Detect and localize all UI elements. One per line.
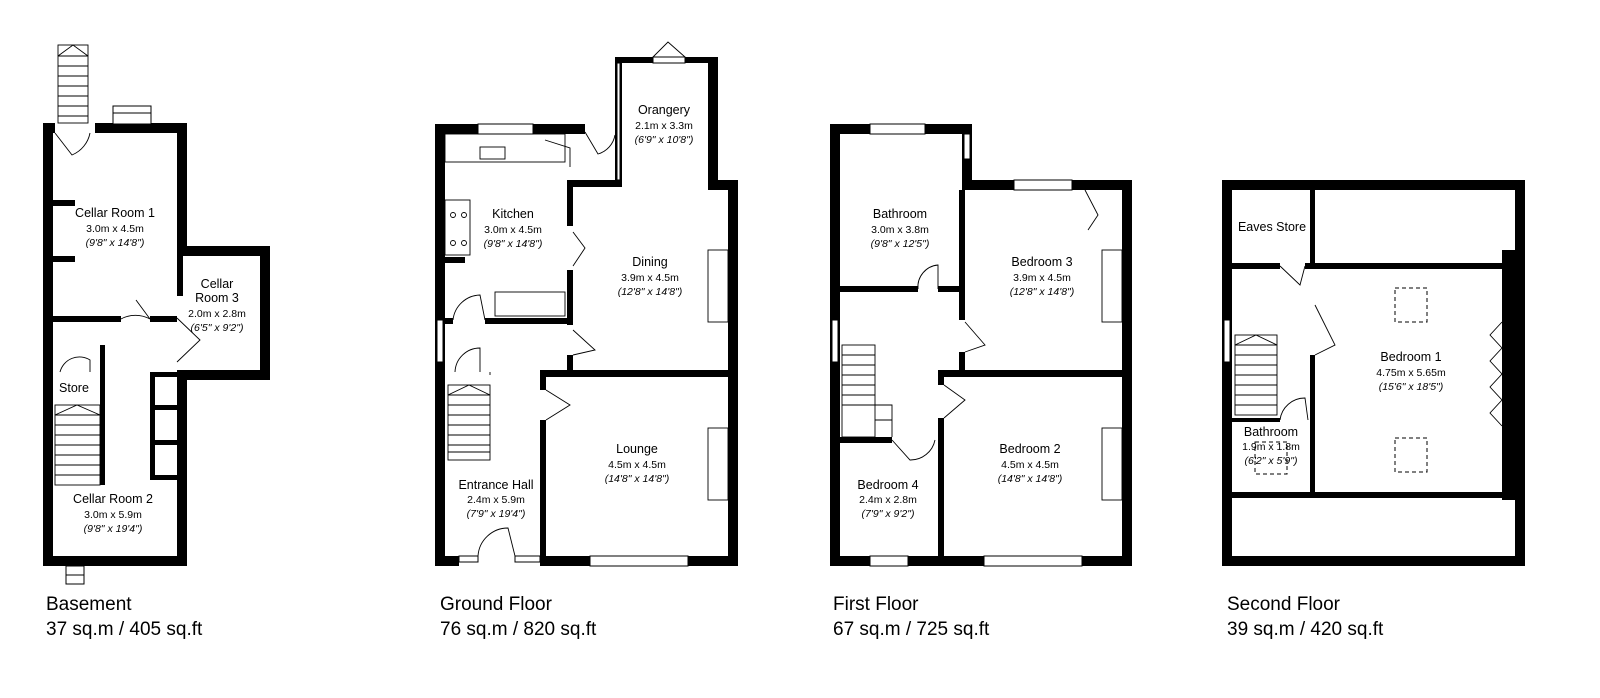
- room-dimensions-imperial: (6'2" x 5'9"): [1245, 455, 1298, 467]
- floor-caption-basement: Basement 37 sq.m / 405 sq.ft: [46, 592, 202, 642]
- room-label: Orangery: [638, 103, 691, 117]
- room-dimensions-metric: 3.0m x 3.8m: [871, 224, 929, 236]
- room-dimensions-metric: 3.0m x 5.9m: [84, 509, 142, 521]
- floor-name: First Floor: [833, 594, 919, 615]
- room-dimensions-metric: 2.4m x 5.9m: [467, 494, 525, 506]
- room-dimensions-imperial: (14'8" x 14'8"): [605, 473, 670, 485]
- room-dimensions-imperial: (6'5" x 9'2"): [191, 322, 244, 334]
- floor-area: 67 sq.m / 725 sq.ft: [833, 619, 990, 640]
- floor-name: Basement: [46, 594, 132, 615]
- room-label: Dining: [632, 255, 667, 269]
- room-dimensions-metric: 4.75m x 5.65m: [1376, 367, 1446, 379]
- room-dimensions-imperial: (12'8" x 14'8"): [1010, 286, 1075, 298]
- basement-plan: Cellar Room 1 3.0m x 4.5m (9'8" x 14'8")…: [43, 44, 270, 585]
- room-label: Cellar: [201, 277, 234, 291]
- room-dimensions-metric: 3.0m x 4.5m: [484, 224, 542, 236]
- room-label: Bathroom: [1244, 425, 1298, 439]
- room-dimensions-imperial: (14'8" x 14'8"): [998, 473, 1063, 485]
- floor-area: 39 sq.m / 420 sq.ft: [1227, 619, 1384, 640]
- room-label: Bedroom 4: [857, 478, 918, 492]
- room-dimensions-imperial: (6'9" x 10'8"): [635, 134, 694, 146]
- floor-caption-ground: Ground Floor 76 sq.m / 820 sq.ft: [440, 592, 596, 642]
- room-label: Cellar Room 1: [75, 206, 155, 220]
- room-label: Kitchen: [492, 207, 534, 221]
- floor-name: Second Floor: [1227, 594, 1341, 615]
- room-dimensions-imperial: (9'8" x 12'5"): [871, 238, 930, 250]
- room-dimensions-metric: 2.1m x 3.3m: [635, 120, 693, 132]
- room-dimensions-metric: 2.0m x 2.8m: [188, 308, 246, 320]
- room-label: Bedroom 3: [1011, 255, 1072, 269]
- room-dimensions-metric: 3.9m x 4.5m: [1013, 272, 1071, 284]
- room-dimensions-metric: 1.9m x 1.8m: [1242, 441, 1300, 453]
- ground-floor-plan: Orangery 2.1m x 3.3m (6'9" x 10'8") Kitc…: [435, 41, 738, 567]
- room-dimensions-imperial: (9'8" x 19'4"): [84, 523, 143, 535]
- room-label: Bedroom 2: [999, 442, 1060, 456]
- room-dimensions-imperial: (7'9" x 9'2"): [862, 508, 915, 520]
- floor-caption-first: First Floor 67 sq.m / 725 sq.ft: [833, 592, 989, 642]
- room-dimensions-imperial: (9'8" x 14'8"): [484, 238, 543, 250]
- room-dimensions-metric: 2.4m x 2.8m: [859, 494, 917, 506]
- room-dimensions-metric: 4.5m x 4.5m: [608, 459, 666, 471]
- room-dimensions-metric: 4.5m x 4.5m: [1001, 459, 1059, 471]
- room-label: Cellar Room 2: [73, 492, 153, 506]
- room-label: Lounge: [616, 442, 658, 456]
- room-label: Eaves Store: [1238, 220, 1306, 234]
- room-dimensions-imperial: (9'8" x 14'8"): [86, 237, 145, 249]
- room-label: Store: [59, 381, 89, 395]
- room-label: Bedroom 1: [1380, 350, 1441, 364]
- room-dimensions-imperial: (15'6" x 18'5"): [1379, 381, 1444, 393]
- room-label: Entrance Hall: [458, 478, 533, 492]
- room-dimensions-imperial: (7'9" x 19'4"): [467, 508, 526, 520]
- floor-name: Ground Floor: [440, 594, 552, 615]
- second-floor-plan: Eaves Store Bedroom 1 4.75m x 5.65m (15'…: [1222, 180, 1525, 566]
- floor-area: 37 sq.m / 405 sq.ft: [46, 619, 203, 640]
- room-dimensions-metric: 3.9m x 4.5m: [621, 272, 679, 284]
- first-floor-plan: Bathroom 3.0m x 3.8m (9'8" x 12'5") Bedr…: [830, 123, 1132, 567]
- floor-area: 76 sq.m / 820 sq.ft: [440, 619, 597, 640]
- room-label-line2: Room 3: [195, 291, 239, 305]
- room-dimensions-metric: 3.0m x 4.5m: [86, 223, 144, 235]
- room-label: Bathroom: [873, 207, 927, 221]
- floor-caption-second: Second Floor 39 sq.m / 420 sq.ft: [1227, 592, 1383, 642]
- room-dimensions-imperial: (12'8" x 14'8"): [618, 286, 683, 298]
